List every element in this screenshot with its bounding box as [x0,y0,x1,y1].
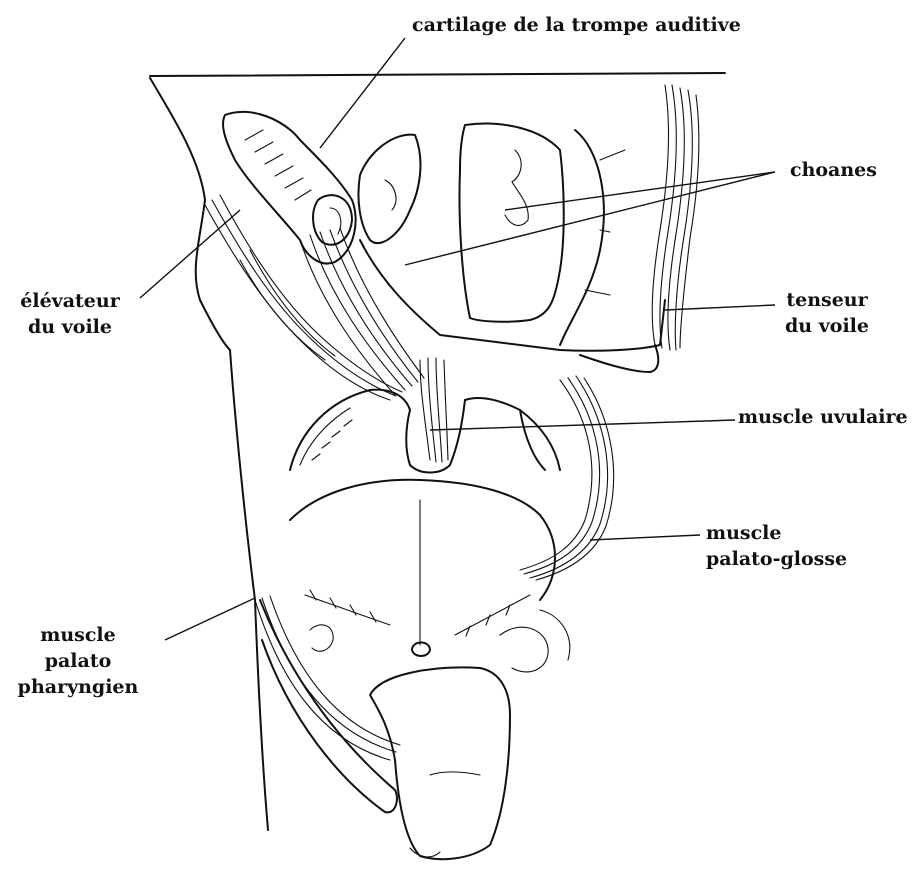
label-palatoglosse: muscle palato-glosse [706,520,847,572]
top-edge [150,73,725,76]
soft-palate [290,358,560,473]
label-palatopharyngien-line3: pharyngien [8,674,148,700]
label-palatopharyngien-line2: palato [8,648,148,674]
left-wall [150,78,268,830]
label-elevateur-line1: élévateur [10,288,130,314]
levator-veli-muscle [205,195,402,400]
auditory-tube-cartilage [223,112,356,264]
leader-elevateur [140,210,240,298]
label-palatopharyngien: muscle palato pharyngien [8,622,148,700]
tensor-veli-muscle [580,85,699,372]
leader-tenseur [665,305,775,310]
label-uvulaire: muscle uvulaire [738,404,908,430]
label-elevateur: élévateur du voile [10,288,130,340]
leader-palatoglosse [590,535,700,540]
choanae-plate [358,124,665,351]
leader-palatopharyngien [165,598,255,640]
label-palatoglosse-line2: palato-glosse [706,546,847,572]
epiglottis [370,667,510,859]
label-cartilage: cartilage de la trompe auditive [412,12,741,38]
tongue [290,480,570,672]
label-tenseur-line1: tenseur [772,287,882,313]
leader-choanes-1 [505,172,775,210]
label-tenseur: tenseur du voile [772,287,882,339]
leader-cartilage [320,38,405,148]
label-elevateur-line2: du voile [10,314,130,340]
palatoglossus-muscle [520,376,614,580]
label-palatopharyngien-line1: muscle [8,622,148,648]
palatopharyngeus-muscle [255,596,400,812]
label-tenseur-line2: du voile [772,313,882,339]
label-choanes: choanes [790,157,877,183]
label-palatoglosse-line1: muscle [706,520,847,546]
